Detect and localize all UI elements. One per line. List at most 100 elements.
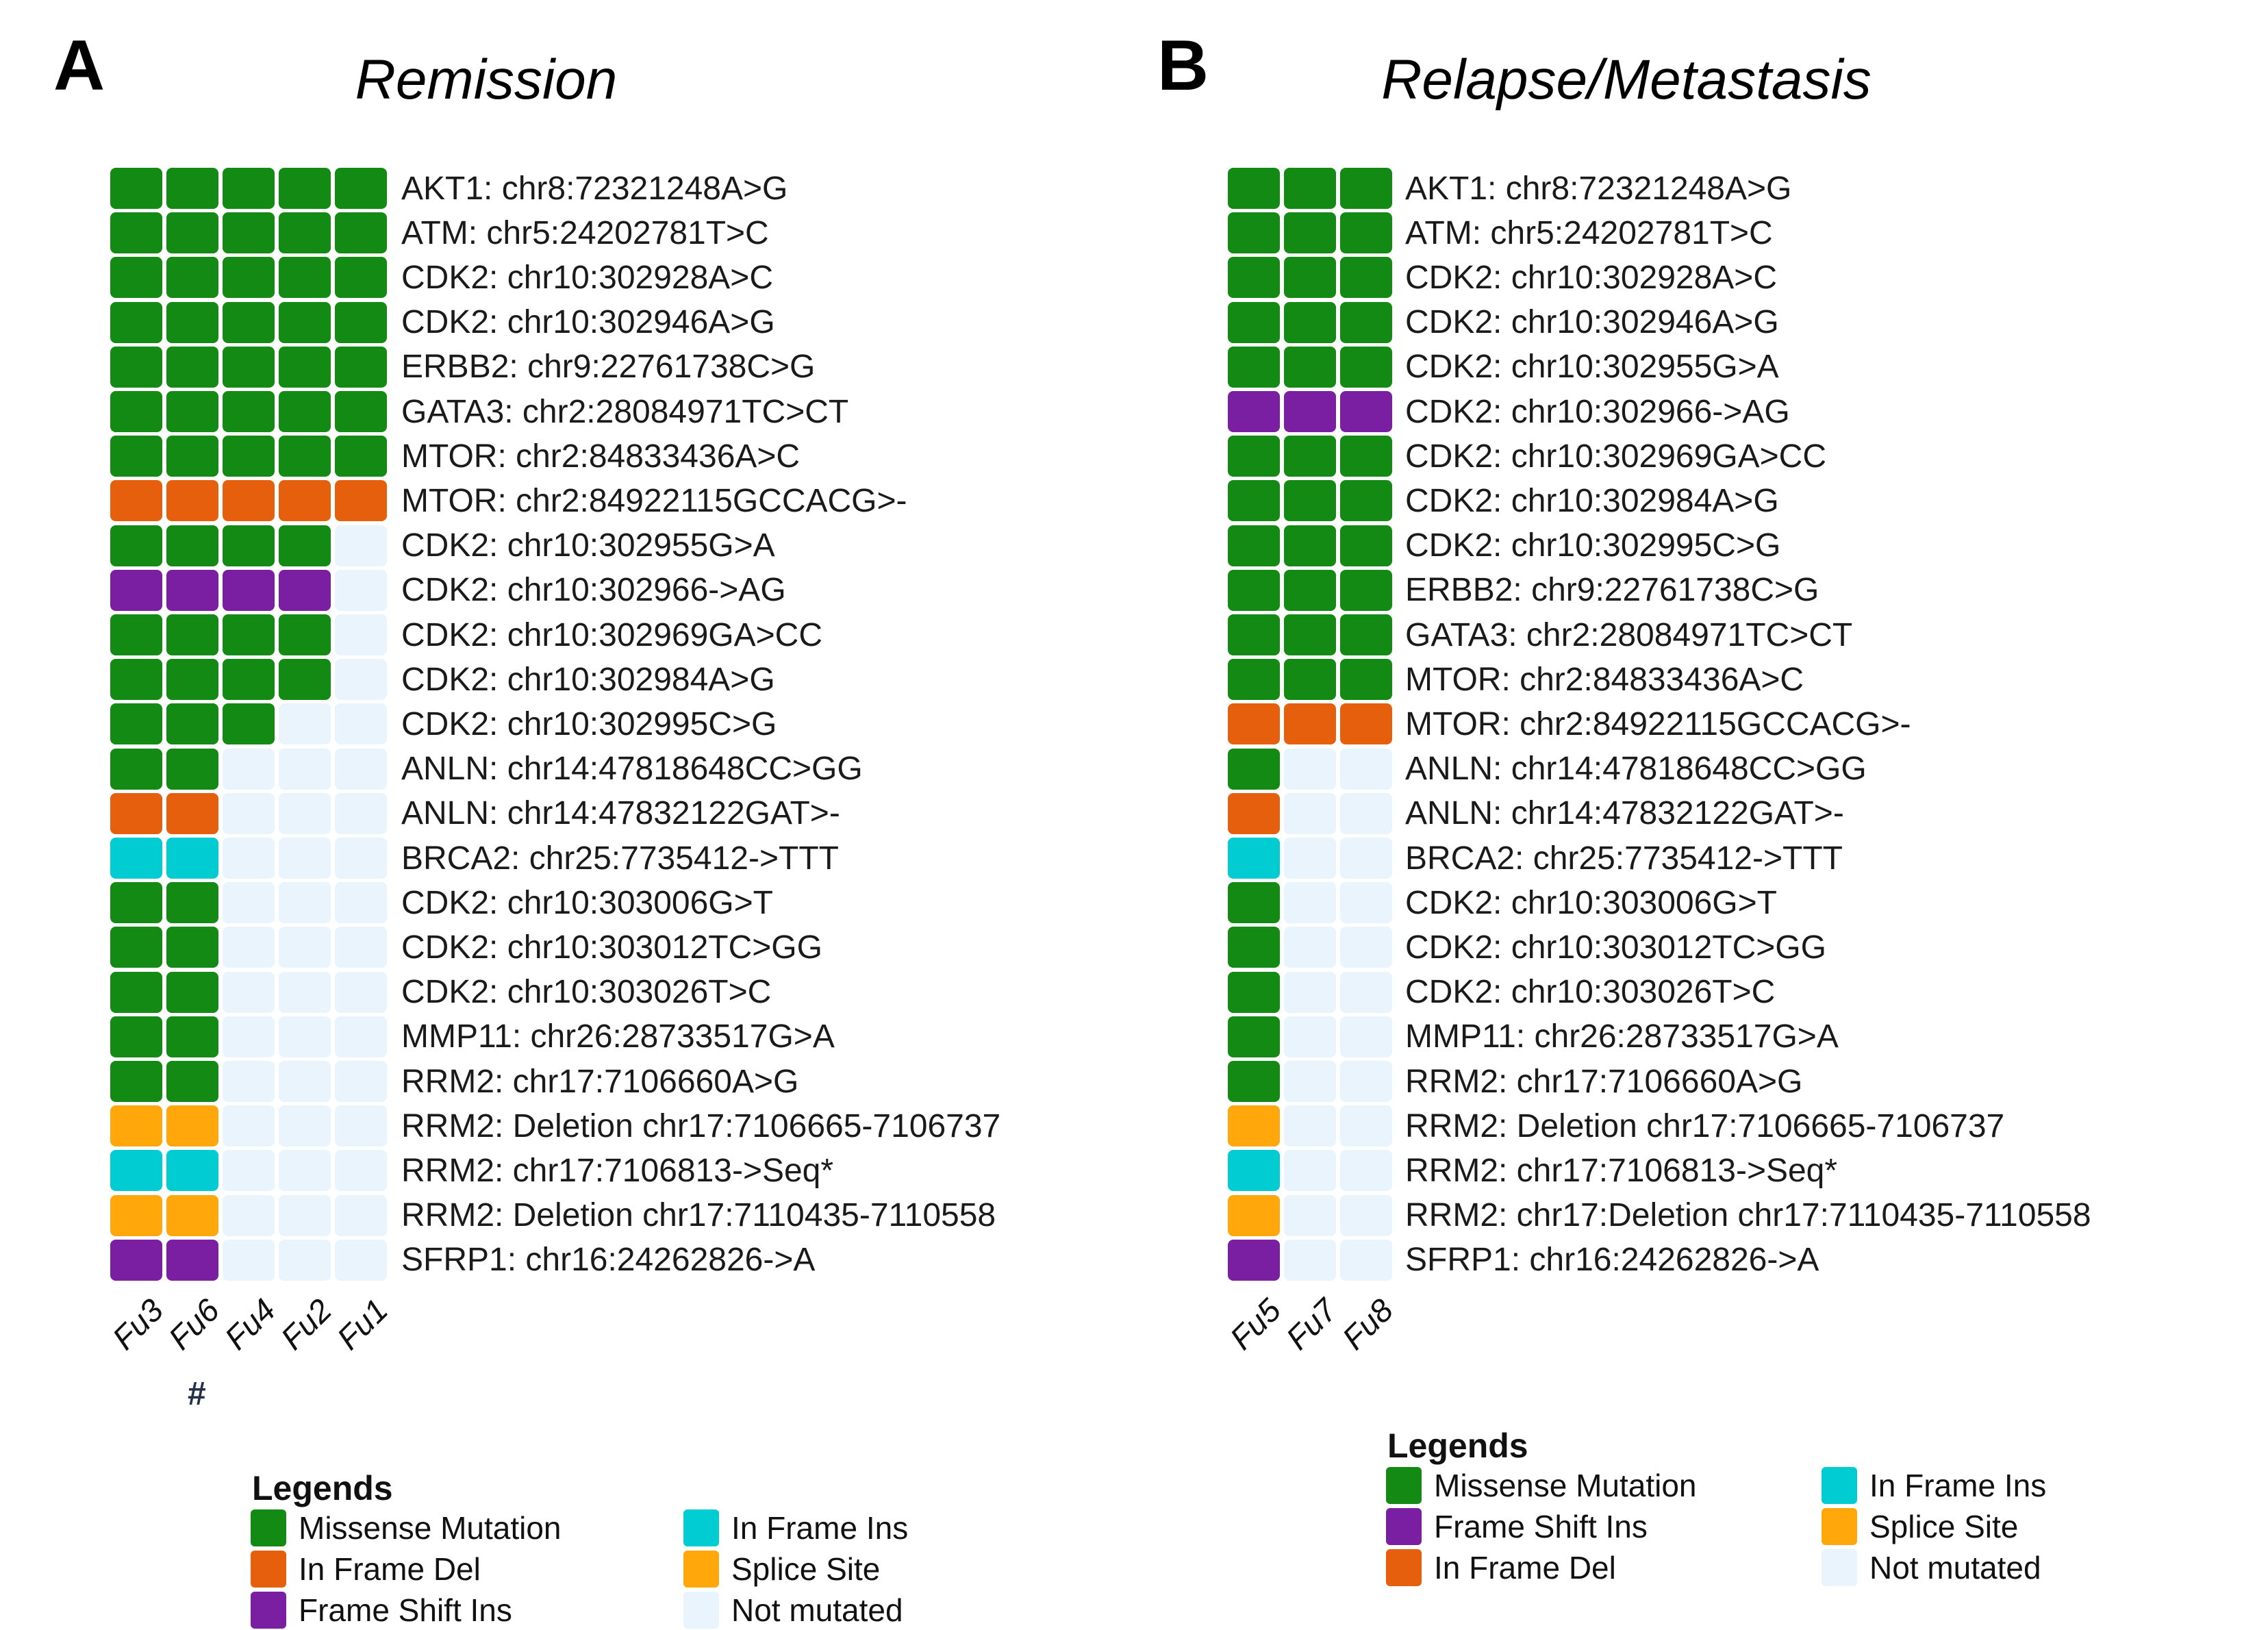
mutation-cell	[1340, 257, 1392, 299]
mutation-cell	[1284, 168, 1336, 209]
mutation-cell	[166, 480, 218, 522]
mutation-cell	[1340, 927, 1392, 968]
mutation-cell	[1228, 1016, 1280, 1057]
mutation-cell	[1340, 1105, 1392, 1147]
legend-swatch-not-mutated	[683, 1592, 719, 1629]
mutation-row-label: CDK2: chr10:303012TC>GG	[1405, 929, 1826, 966]
mutation-cell	[166, 971, 218, 1013]
mutation-cell	[110, 1239, 162, 1281]
mutation-cell	[166, 659, 218, 701]
mutation-row-label: BRCA2: chr25:7735412->TTT	[401, 840, 839, 877]
mutation-row-label: GATA3: chr2:28084971TC>CT	[401, 393, 849, 430]
mutation-cell	[223, 569, 275, 611]
mutation-cell	[223, 212, 275, 254]
mutation-cell	[1228, 838, 1280, 879]
mutation-cell	[1340, 1150, 1392, 1192]
mutation-cell	[223, 346, 275, 388]
sample-label: Fu7	[1278, 1291, 1344, 1357]
mutation-cell	[1228, 659, 1280, 701]
mutation-cell	[279, 659, 331, 701]
mutation-cell	[223, 1194, 275, 1236]
mutation-row-label: ERBB2: chr9:22761738C>G	[1405, 572, 1819, 609]
mutation-cell	[166, 1194, 218, 1236]
mutation-cell	[223, 1105, 275, 1147]
mutation-cell	[110, 1194, 162, 1236]
mutation-cell	[1284, 1150, 1336, 1192]
mutation-cell	[335, 1061, 387, 1102]
mutation-cell	[110, 659, 162, 701]
mutation-cell	[1284, 480, 1336, 522]
mutation-cell	[1228, 525, 1280, 566]
legend-item-label: Splice Site	[1869, 1509, 2019, 1544]
mutation-row-label: ANLN: chr14:47832122GAT>-	[401, 795, 840, 832]
mutation-cell	[110, 569, 162, 611]
mutation-cell	[110, 748, 162, 790]
mutation-cell	[1284, 971, 1336, 1013]
mutation-cell	[1228, 212, 1280, 254]
legend-swatch-missense-mutation	[1386, 1467, 1422, 1504]
mutation-cell	[166, 257, 218, 299]
mutation-cell	[279, 346, 331, 388]
mutation-row-label: RRM2: Deletion chr17:7110435-7110558	[401, 1197, 996, 1234]
mutation-cell	[1340, 480, 1392, 522]
mutation-cell	[335, 1239, 387, 1281]
mutation-cell	[1340, 1239, 1392, 1281]
mutation-cell	[279, 301, 331, 343]
mutation-cell	[1228, 301, 1280, 343]
mutation-cell	[166, 212, 218, 254]
mutation-cell	[1340, 212, 1392, 254]
legend-item-label: Frame Shift Ins	[299, 1592, 512, 1628]
legend-swatch-splice-site	[683, 1551, 719, 1588]
mutation-row-label: SFRP1: chr16:24262826->A	[401, 1242, 816, 1279]
mutation-row-label: AKT1: chr8:72321248A>G	[1405, 170, 1792, 207]
mutation-cell	[110, 927, 162, 968]
mutation-row-label: RRM2: Deletion chr17:7106665-7106737	[1405, 1107, 2005, 1144]
mutation-cell	[110, 971, 162, 1013]
mutation-cell	[223, 525, 275, 566]
mutation-cell	[279, 614, 331, 655]
mutation-cell	[279, 391, 331, 432]
mutation-cell	[335, 1105, 387, 1147]
mutation-cell	[166, 1061, 218, 1102]
mutation-cell	[1340, 1194, 1392, 1236]
legend-swatch-in-frame-ins	[683, 1509, 719, 1546]
mutation-row-label: CDK2: chr10:302984A>G	[1405, 482, 1779, 519]
mutation-cell	[1340, 1016, 1392, 1057]
mutation-cell	[1284, 569, 1336, 611]
mutation-row-label: MMP11: chr26:28733517G>A	[401, 1018, 835, 1055]
mutation-row-label: CDK2: chr10:302984A>G	[401, 661, 775, 698]
mutation-cell	[166, 525, 218, 566]
mutation-row-label: ERBB2: chr9:22761738C>G	[401, 349, 816, 386]
mutation-cell	[110, 1016, 162, 1057]
mutation-cell	[1340, 569, 1392, 611]
mutation-cell	[279, 1061, 331, 1102]
sample-label: Fu6	[161, 1291, 227, 1357]
mutation-cell	[1228, 1105, 1280, 1147]
mutation-cell	[1340, 525, 1392, 566]
mutation-cell	[1340, 168, 1392, 209]
mutation-cell	[335, 971, 387, 1013]
mutation-row-label: RRM2: chr17:Deletion chr17:7110435-71105…	[1405, 1197, 2091, 1234]
sample-label: Fu5	[1222, 1291, 1288, 1357]
mutation-row-label: CDK2: chr10:303026T>C	[401, 974, 772, 1011]
mutation-row-label: CDK2: chr10:302955G>A	[1405, 349, 1779, 386]
mutation-cell	[279, 838, 331, 879]
mutation-cell	[279, 927, 331, 968]
mutation-row-label: CDK2: chr10:302969GA>CC	[401, 616, 822, 653]
mutation-cell	[335, 1194, 387, 1236]
sample-label: Fu3	[105, 1291, 171, 1357]
mutation-row-label: CDK2: chr10:303006G>T	[1405, 884, 1777, 921]
legend-swatch-splice-site	[1822, 1508, 1857, 1545]
mutation-cell	[1340, 301, 1392, 343]
mutation-cell	[110, 1150, 162, 1192]
mutation-cell	[166, 1239, 218, 1281]
mutation-cell	[110, 436, 162, 477]
mutation-row-label: GATA3: chr2:28084971TC>CT	[1405, 616, 1853, 653]
mutation-row-label: RRM2: Deletion chr17:7106665-7106737	[401, 1107, 1001, 1144]
sample-label: Fu8	[1335, 1291, 1400, 1357]
mutation-cell	[1284, 1016, 1336, 1057]
mutation-row-label: CDK2: chr10:302966->AG	[401, 572, 786, 609]
mutation-cell	[335, 927, 387, 968]
sample-label: Fu1	[329, 1291, 395, 1357]
